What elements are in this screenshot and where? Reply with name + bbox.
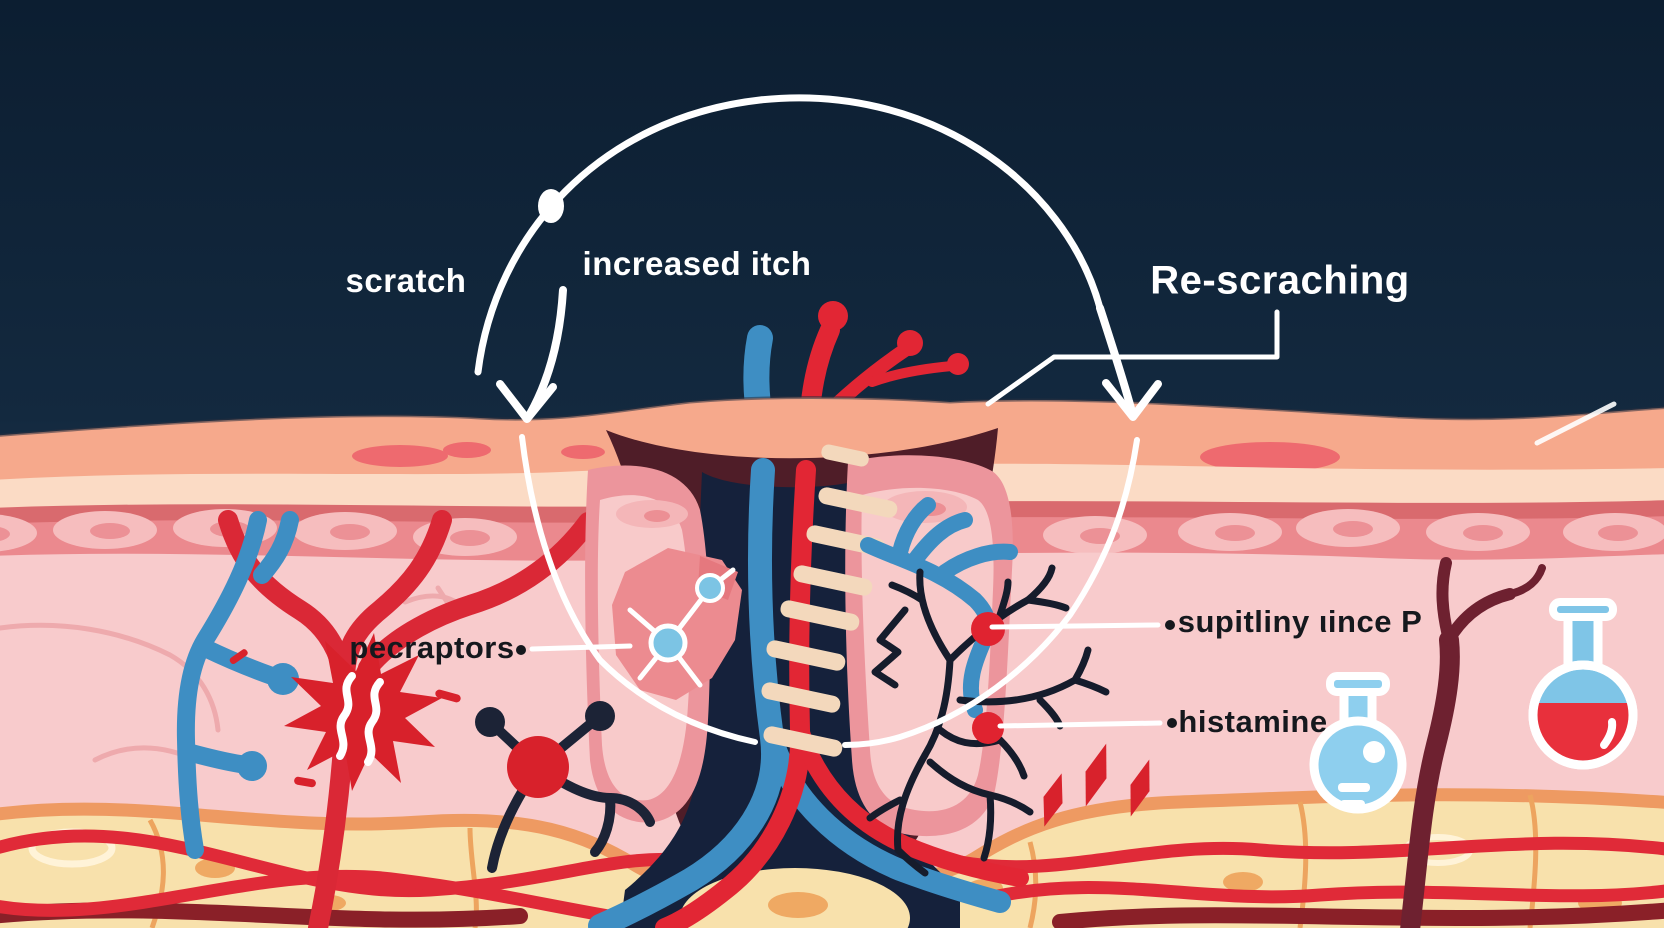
blue-flask-icon — [1309, 672, 1407, 814]
cycle-arrow-right — [1096, 304, 1136, 416]
starburst-icon — [284, 633, 442, 791]
histamine-node — [972, 712, 1004, 744]
itch-scratch-cycle — [474, 94, 1617, 748]
cycle-arc-top — [474, 94, 1104, 376]
receptor-nodes-icon — [612, 548, 742, 700]
red-flask-icon — [1528, 598, 1638, 770]
substance-p-label: supitliny ιince P — [1177, 604, 1423, 639]
left-vein — [176, 511, 299, 859]
deep-vessel-right — [1400, 557, 1546, 928]
epidermis-cells — [352, 442, 1340, 472]
lightning-bolts-icon — [1043, 743, 1150, 827]
cycle-step-re-scratching-label: Re-scraching — [1150, 258, 1410, 303]
molecule-icon — [475, 701, 655, 873]
rescratch-pointer — [985, 309, 1280, 407]
annotation-leaders — [516, 620, 1177, 729]
white-dot-icon — [538, 189, 564, 223]
cycle-step-scratch-label: scratch — [345, 262, 467, 299]
substance-p-node — [971, 612, 1005, 646]
cycle-step-increased-itch-label: increased itch — [582, 245, 812, 282]
fat-blood-vessels — [0, 829, 1664, 928]
receptors-label: pecraptors — [349, 630, 515, 665]
surface-scratch-mark — [1534, 401, 1617, 446]
cycle-arc-lower-left — [519, 434, 758, 745]
cycle-arc-lower-right — [842, 437, 1140, 748]
histamine-label: histamine — [1178, 704, 1328, 739]
